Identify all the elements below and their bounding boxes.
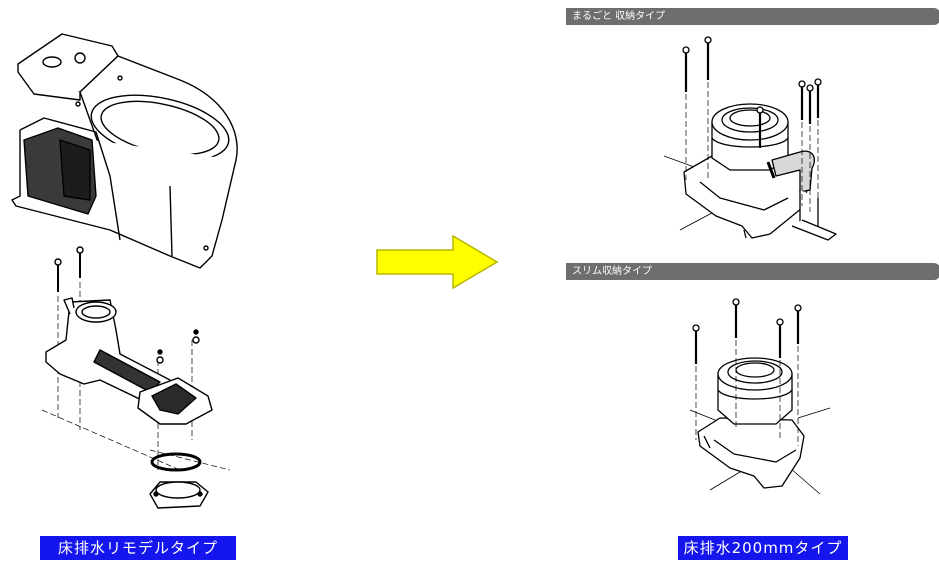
200mm-type-caption: 床排水200mmタイプ: [678, 536, 848, 560]
remodel-toilet-illustration: [11, 33, 238, 509]
full-storage-drain-illustration: [663, 36, 837, 241]
right-arrow-icon: [376, 234, 499, 290]
slim-storage-type-header: スリム収納タイプ: [566, 263, 939, 280]
full-storage-type-header: まるごと 収納タイプ: [566, 8, 939, 25]
slim-storage-drain-illustration: [689, 298, 831, 495]
remodel-type-caption: 床排水リモデルタイプ: [40, 536, 236, 560]
